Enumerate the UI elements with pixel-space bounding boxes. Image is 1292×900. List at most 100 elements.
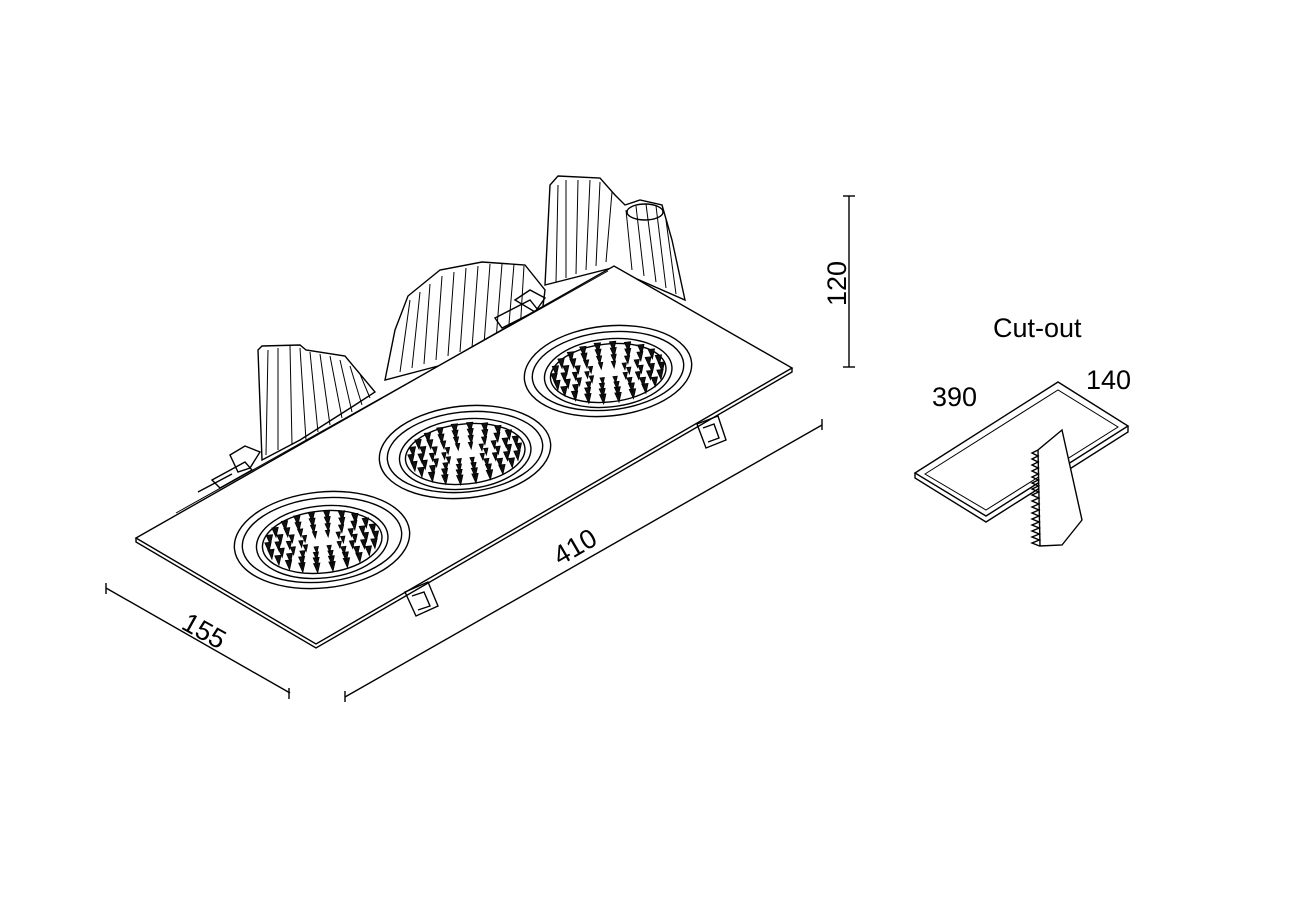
reflector-facet [294, 521, 302, 533]
reflector-facet [490, 439, 497, 450]
reflector-facet [587, 365, 594, 375]
reflector-facet [452, 436, 460, 447]
reflector-facet [432, 458, 439, 469]
reflector-facet [645, 369, 654, 381]
reflector-facet [327, 549, 334, 560]
reflector-facet [312, 551, 319, 562]
reflector-facet [364, 545, 373, 557]
reflector-facet [326, 544, 332, 554]
reflector-facet [582, 359, 590, 370]
reflector-facet [417, 466, 425, 479]
reflector-facet [428, 464, 437, 476]
reflector-facet [298, 539, 304, 549]
reflector-facet [634, 371, 642, 381]
reflector-facet [481, 428, 489, 440]
reflector-facet [466, 428, 474, 440]
ceiling-panel [913, 381, 1130, 523]
reflector-facet [324, 529, 331, 539]
reflector-facet [340, 545, 347, 556]
reflector-facet [637, 343, 645, 356]
reflector-facet [610, 360, 617, 370]
reflector-facet [441, 451, 447, 461]
reflector-facet [351, 512, 359, 525]
reflector-facet [626, 376, 633, 387]
reflector-facet [308, 517, 316, 529]
reflector-facet [598, 382, 605, 393]
reflector-facet [417, 453, 425, 465]
reflector-facet [358, 525, 366, 537]
dimension-height: 120 [822, 195, 855, 368]
reflector-facet [550, 372, 558, 385]
reflector-facet [638, 376, 647, 388]
reflector-facet [426, 439, 434, 451]
reflector-facet [456, 458, 462, 467]
reflector-facet [439, 440, 447, 451]
reflector-facet [338, 516, 346, 528]
reflector-facet [493, 432, 501, 444]
reflector-facet [455, 463, 462, 474]
reflector-facet [624, 347, 632, 359]
reflector-facet [594, 348, 602, 360]
saw-icon [1030, 428, 1083, 547]
reflector-facet [311, 530, 318, 540]
reflector-facet [264, 541, 272, 554]
reflector-facet [656, 368, 664, 381]
reflector-facet [560, 385, 568, 398]
reflector-facet [450, 423, 459, 435]
reflector-facet [478, 443, 484, 452]
reflector-facets [407, 421, 523, 487]
reflector-facet [599, 377, 605, 386]
reflector-facet [551, 365, 560, 377]
reflector-facets [550, 340, 666, 406]
reflector-facet [584, 370, 590, 380]
reflector-facet [482, 447, 489, 457]
reflector-facet [339, 535, 346, 545]
reflector-facet [483, 457, 490, 468]
reflector-facet [494, 445, 501, 456]
reflector-facet [437, 433, 445, 445]
reflector-facet [351, 533, 358, 544]
reflector-facet [644, 356, 652, 368]
reflector-facet [428, 452, 436, 463]
reflector-facet [597, 361, 604, 371]
reflector-facet [647, 362, 655, 374]
reflector-facet [444, 446, 451, 456]
reflector-facet [285, 540, 293, 551]
cutout-width-value: 140 [1086, 365, 1131, 395]
reflector-facet [359, 538, 368, 550]
reflector-facet [293, 514, 301, 527]
reflector-facet [408, 446, 417, 458]
reflector-facet [271, 526, 279, 539]
reflector-facet [622, 371, 628, 381]
reflector-facet [501, 437, 509, 449]
reflector-facet [588, 375, 595, 384]
reflector-facet [283, 527, 291, 539]
reflector-facet [593, 342, 602, 354]
reflector-facet [511, 435, 520, 448]
reflector-facet [347, 527, 354, 538]
reflector-facet [370, 537, 378, 550]
reflector-facet [562, 364, 570, 376]
length-value: 410 [548, 523, 602, 572]
reflector-facet [414, 438, 422, 451]
reflector-facet [288, 534, 295, 544]
reflector-facet [361, 531, 369, 543]
reflector-facet [575, 377, 582, 388]
reflector-middle [378, 404, 552, 500]
reflector-facet [470, 461, 477, 472]
reflector-facet [274, 554, 282, 567]
cutout-title: Cut-out [993, 313, 1082, 343]
reflector-left [233, 490, 411, 590]
reflector-facet [274, 541, 282, 553]
reflector-facet [571, 383, 580, 395]
reflector-facet [480, 422, 489, 434]
reflector-facet [420, 459, 428, 471]
reflector-facet [445, 456, 452, 465]
reflector-facet [451, 429, 459, 441]
reflector-facet [609, 347, 617, 359]
reflector-facet [650, 376, 659, 388]
reflector-facet [299, 550, 306, 560]
reflector-facet [579, 345, 587, 358]
reflector-facet [612, 375, 618, 385]
reflector-facet [285, 552, 294, 564]
